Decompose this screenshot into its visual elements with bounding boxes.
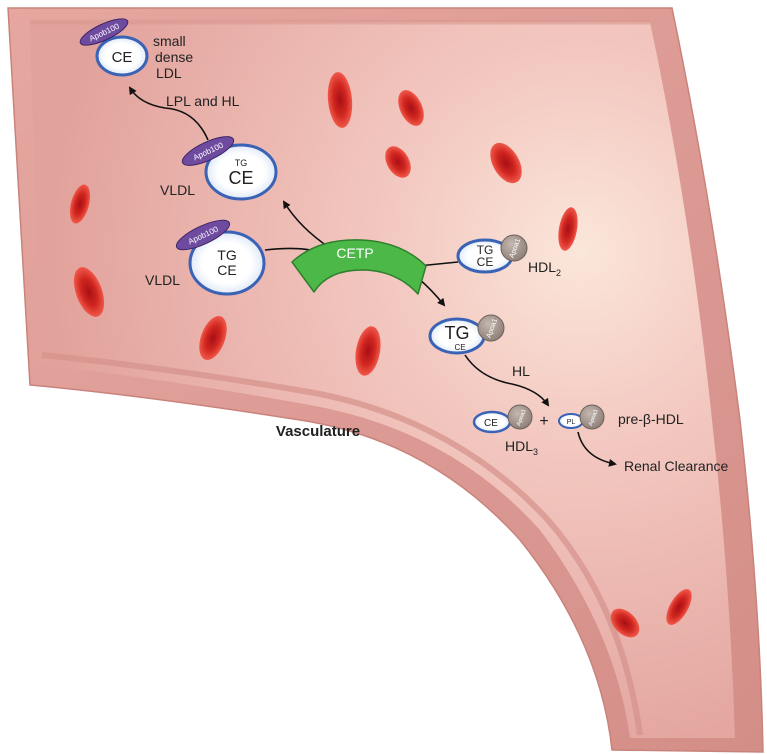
hdl2-particle: TG CE Apoa1 HDL2 bbox=[456, 234, 561, 278]
apoa1-icon: Apoa1 bbox=[579, 404, 605, 430]
red-blood-cell bbox=[558, 207, 578, 251]
ldl-name-line3: LDL bbox=[156, 65, 182, 81]
red-blood-cell bbox=[69, 184, 91, 224]
vldl-top-particle: TG CE Apob100 VLDL bbox=[160, 136, 278, 201]
pre-beta-name: pre-β-HDL bbox=[618, 411, 684, 427]
red-blood-cell bbox=[199, 316, 227, 360]
vldl-top-core-small: TG bbox=[235, 158, 248, 168]
vldl-bottom-core-top: TG bbox=[217, 247, 236, 263]
vessel-lumen bbox=[30, 22, 735, 738]
hdl-mid-core-top: TG bbox=[445, 323, 470, 343]
hdl2-name: HDL2 bbox=[528, 259, 561, 278]
vasculature-label: Vasculature bbox=[276, 423, 360, 440]
plus-sign: + bbox=[539, 413, 548, 430]
ldl-name-line1: small bbox=[153, 33, 186, 49]
hdl3-name: HDL3 bbox=[505, 438, 538, 457]
red-blood-cells bbox=[69, 72, 692, 638]
vldl-top-name: VLDL bbox=[160, 182, 195, 198]
ldl-particle: CE Apob100 small dense LDL bbox=[79, 18, 193, 81]
renal-clearance-label: Renal Clearance bbox=[624, 458, 728, 474]
arrow-vldl-to-ldl bbox=[128, 86, 209, 141]
apoa1-icon: Apoa1 bbox=[477, 314, 505, 342]
apoa1-icon: Apoa1 bbox=[500, 234, 528, 262]
cetp-protein: CETP bbox=[291, 239, 427, 295]
red-blood-cell bbox=[385, 146, 411, 178]
arrow-hl bbox=[464, 354, 550, 407]
red-blood-cell bbox=[490, 142, 522, 184]
apoa1-icon: Apoa1 bbox=[507, 404, 533, 430]
vldl-bottom-particle: TG CE Apob100 VLDL bbox=[145, 219, 266, 296]
hdl-mid-core-bottom: CE bbox=[454, 343, 465, 352]
hdl3-core: CE bbox=[484, 418, 498, 429]
pre-beta-core: PL bbox=[567, 419, 576, 426]
red-blood-cell bbox=[398, 90, 424, 126]
hdl-mid-particle: TG CE Apoa1 bbox=[428, 314, 505, 355]
apoa1-label: Apoa1 bbox=[516, 408, 528, 427]
vldl-bottom-core-bottom: CE bbox=[217, 262, 236, 278]
vldl-top-core-large: CE bbox=[228, 168, 253, 188]
hl-label: HL bbox=[512, 363, 530, 379]
ldl-core-label: CE bbox=[112, 49, 133, 66]
red-blood-cell bbox=[610, 608, 640, 638]
red-blood-cell bbox=[355, 326, 381, 376]
lpl-hl-label: LPL and HL bbox=[166, 93, 240, 109]
apob100-icon: Apob100 bbox=[181, 136, 235, 166]
red-blood-cell bbox=[666, 589, 692, 625]
cetp-label: CETP bbox=[336, 245, 373, 261]
arrow-renal bbox=[577, 431, 617, 467]
ldl-name-line2: dense bbox=[155, 49, 193, 65]
red-blood-cell bbox=[327, 72, 353, 128]
pre-beta-hdl-particle: PL Apoa1 pre-β-HDL bbox=[558, 404, 684, 430]
vessel-inner-rim bbox=[41, 352, 643, 736]
hdl2-core-bottom: CE bbox=[477, 255, 494, 269]
hdl3-particle: CE Apoa1 HDL3 bbox=[472, 404, 538, 457]
red-blood-cell bbox=[73, 267, 105, 317]
apob100-icon: Apob100 bbox=[175, 219, 231, 251]
apoa1-label: Apoa1 bbox=[588, 408, 600, 427]
hdl2-core-top: TG bbox=[477, 243, 494, 257]
vldl-bottom-name: VLDL bbox=[145, 272, 180, 288]
